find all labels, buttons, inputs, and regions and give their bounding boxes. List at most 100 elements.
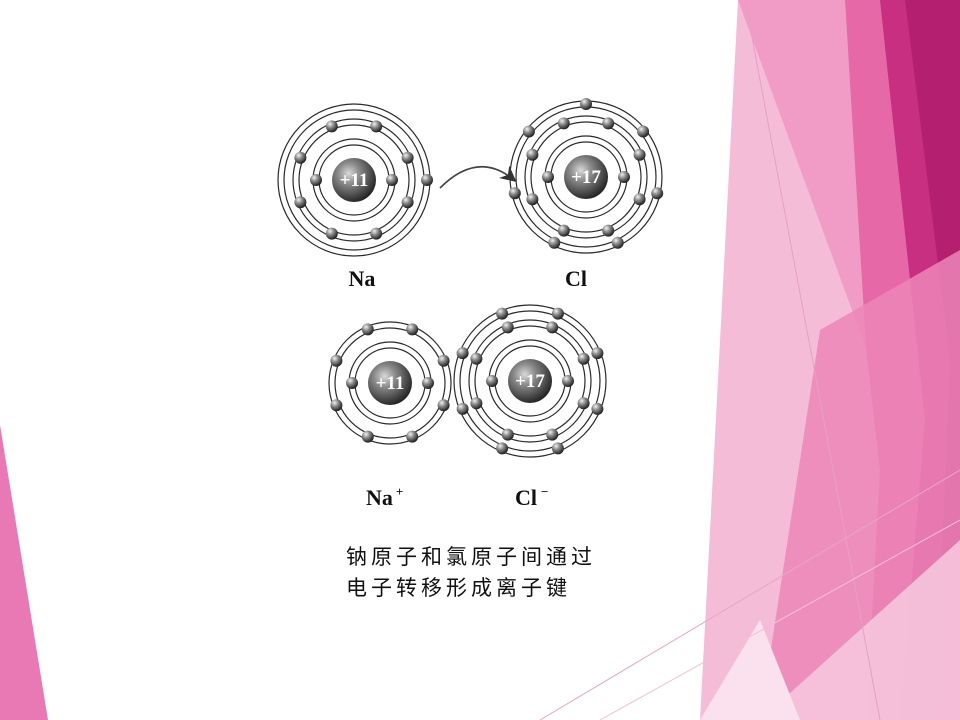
electron: [470, 397, 483, 410]
electron: [542, 171, 554, 183]
electron: [633, 193, 646, 206]
electron: [633, 148, 646, 161]
caption: 钠原子和氯原子间通过 电子转移形成离子键: [346, 542, 706, 604]
electron: [611, 236, 624, 249]
chlorine-nucleus-charge: +17: [571, 167, 601, 188]
electron: [501, 428, 514, 441]
sodium-nucleus-charge: +11: [340, 170, 369, 191]
nucleus: [368, 361, 412, 405]
electron: [346, 377, 358, 389]
bg-facet-light: [738, 0, 866, 348]
electron: [577, 352, 590, 365]
electron: [294, 196, 307, 209]
electron-shell-ring: [459, 310, 601, 452]
bg-line: [539, 469, 960, 720]
sodium-ion-label: Na+: [366, 484, 403, 510]
nucleus: [508, 359, 552, 403]
electron: [325, 227, 338, 240]
electron-shell-ring: [298, 124, 410, 236]
electron-shell-ring: [530, 121, 642, 233]
electron: [546, 428, 559, 441]
bg-line: [599, 519, 960, 720]
electron: [496, 442, 509, 455]
sodium-ion-symbol: Na: [366, 485, 393, 510]
electron-shell-ring: [328, 321, 452, 445]
chlorine-atom: [508, 98, 664, 254]
electron: [522, 125, 535, 138]
electron: [551, 307, 564, 320]
sodium-ion: [328, 321, 452, 445]
electron: [591, 347, 604, 360]
nucleus: [332, 158, 376, 202]
electron: [456, 402, 469, 415]
electron-shell-ring: [292, 118, 416, 242]
electron: [310, 174, 322, 186]
electron: [370, 227, 383, 240]
electron: [580, 98, 592, 110]
nucleus: [564, 155, 608, 199]
electron: [551, 442, 564, 455]
electron-shell-ring: [524, 115, 648, 239]
electron: [602, 224, 615, 237]
electron: [602, 117, 615, 130]
electron: [437, 399, 450, 412]
electron: [386, 174, 398, 186]
electron: [361, 430, 374, 443]
chloride-ion-charge: −: [541, 484, 548, 499]
bg-left-strip: [0, 425, 48, 720]
electron: [651, 187, 664, 200]
chloride-ion: [453, 304, 607, 458]
chloride-ion-nucleus-charge: +17: [515, 371, 545, 392]
bg-facet-lower: [760, 540, 960, 720]
chloride-ion-symbol: Cl: [515, 485, 537, 510]
bg-line: [744, 0, 881, 720]
electron: [470, 352, 483, 365]
electron: [294, 151, 307, 164]
sodium-ion-charge: +: [396, 484, 403, 499]
electron: [591, 402, 604, 415]
electron: [370, 120, 383, 133]
electron: [421, 174, 433, 186]
electron: [330, 354, 343, 367]
electron: [401, 196, 414, 209]
electron: [330, 399, 343, 412]
electron-transfer-arrow: [439, 165, 517, 189]
electron: [508, 187, 521, 200]
electron: [562, 375, 574, 387]
electron-shell-ring: [468, 319, 592, 443]
electron-shell-ring: [334, 327, 446, 439]
electron: [577, 397, 590, 410]
electron: [486, 375, 498, 387]
electron: [501, 321, 514, 334]
caption-line-2: 电子转移形成离子键: [346, 576, 571, 600]
electron: [361, 323, 374, 336]
sodium-label: Na: [349, 266, 376, 291]
chloride-ion-label: Cl−: [515, 484, 548, 510]
sodium-ion-nucleus-charge: +11: [376, 373, 405, 394]
electron: [406, 430, 419, 443]
sodium-atom: [277, 103, 433, 257]
electron-shell-ring: [453, 304, 607, 458]
electron: [637, 125, 650, 138]
electron: [437, 354, 450, 367]
electron: [557, 224, 570, 237]
electron: [406, 323, 419, 336]
chlorine-label: Cl: [565, 266, 587, 291]
bg-facet-bottom: [700, 620, 800, 720]
electron: [548, 236, 561, 249]
electron-shell-ring: [474, 325, 586, 437]
electron: [456, 347, 469, 360]
electron: [526, 148, 539, 161]
electron: [618, 171, 630, 183]
caption-line-1: 钠原子和氯原子间通过: [346, 545, 596, 569]
electron: [325, 120, 338, 133]
electron: [422, 377, 434, 389]
electron: [546, 321, 559, 334]
electron: [401, 151, 414, 164]
electron: [557, 117, 570, 130]
electron: [526, 193, 539, 206]
electron: [496, 307, 509, 320]
